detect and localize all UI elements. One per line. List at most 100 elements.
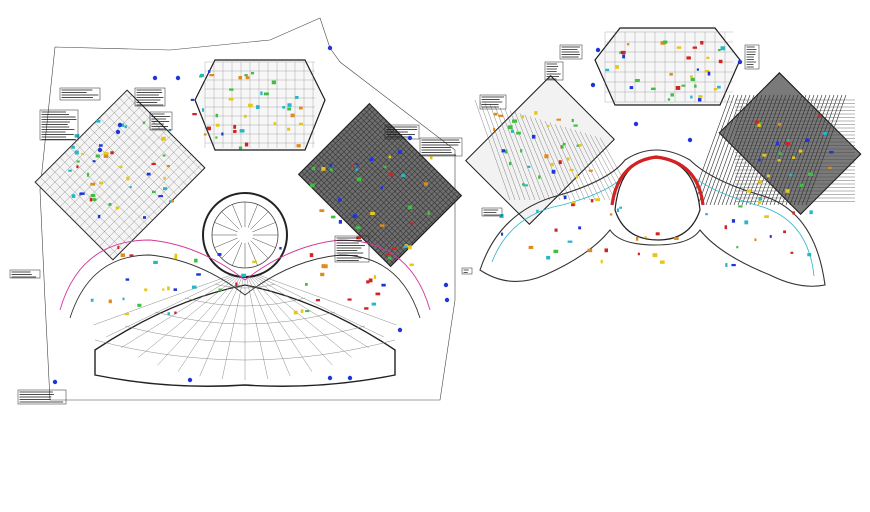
fixture-symbol (217, 253, 222, 256)
fixture-symbol (350, 164, 354, 167)
fixture-symbol (117, 246, 120, 250)
fixture-symbol (252, 260, 257, 264)
hatch-line (366, 106, 459, 199)
fixture-symbol (798, 149, 803, 153)
fixture-symbol (558, 160, 562, 165)
hatch-line (479, 101, 516, 201)
reference-marker (633, 121, 639, 127)
fixture-symbol (369, 157, 374, 162)
annotation-box (559, 44, 583, 60)
fixture-symbol (686, 56, 691, 60)
hatch-line (529, 116, 566, 201)
fixture-symbol (600, 259, 603, 264)
fixture-symbol (244, 142, 249, 147)
fixture-symbol (571, 203, 575, 207)
hatch-line (94, 122, 173, 201)
hatch-line (318, 123, 390, 195)
hatch-line (355, 117, 448, 210)
fixture-symbol (787, 139, 790, 142)
fixture-symbol (146, 172, 151, 176)
hatch-line (749, 94, 791, 206)
left-wing (34, 89, 206, 261)
fan-arc-line (94, 339, 396, 361)
fixture-symbol (681, 84, 686, 87)
hatch-line (335, 137, 428, 230)
reference-marker (347, 375, 353, 381)
fixture-symbol (162, 187, 168, 191)
fixture-symbol (158, 195, 164, 198)
fixture-symbol (235, 282, 238, 286)
reference-marker (52, 379, 58, 385)
fixture-symbol (500, 232, 504, 236)
fixture-symbol (356, 236, 361, 240)
hatch-line (109, 107, 188, 186)
fixture-symbol (364, 307, 369, 310)
fan-radial-line (138, 269, 246, 358)
hatch-line (489, 104, 526, 201)
fixture-symbol (510, 129, 514, 133)
fixture-symbol (229, 88, 234, 91)
fixture-symbol (356, 177, 362, 182)
fixture-symbol (407, 205, 413, 210)
rotunda-spoke (221, 240, 240, 259)
fixture-symbol (90, 298, 94, 302)
fixture-symbol (250, 71, 255, 75)
reference-marker (327, 45, 333, 51)
fixture-symbol (713, 88, 718, 91)
reference-marker (444, 297, 450, 303)
hatch-line (737, 94, 779, 206)
reference-marker (595, 47, 601, 53)
rotunda-spoke (252, 222, 276, 233)
reference-marker (737, 59, 743, 65)
fixture-symbol (209, 74, 215, 77)
hatch-line (357, 162, 429, 234)
hatch-line (386, 191, 458, 263)
fixture-symbol (520, 115, 524, 119)
fixture-symbol (379, 224, 385, 227)
annotation-box (39, 109, 79, 141)
fixture-symbol (371, 302, 376, 306)
fixture-symbol (531, 134, 536, 139)
fixture-symbol (675, 85, 681, 90)
annotation-box (134, 87, 166, 107)
reference-marker (397, 149, 403, 155)
fixture-symbol (546, 124, 550, 128)
fixture-symbol (674, 237, 679, 240)
fixture-symbol (373, 275, 377, 279)
fixture-symbol (162, 288, 165, 291)
fixture-symbol (731, 219, 736, 223)
hatch-line (340, 131, 434, 225)
fixture-symbol (126, 176, 130, 181)
hatch-line (332, 137, 404, 209)
fixture-symbol (273, 122, 277, 126)
hatch-line (514, 111, 551, 201)
fixture-symbol (697, 98, 702, 102)
hatch-line (35, 181, 114, 260)
fixture-symbol (370, 211, 375, 215)
fixture-symbol (587, 248, 593, 253)
hatch-line (349, 154, 421, 226)
fixture-symbol (380, 186, 384, 189)
hatch-line (99, 117, 178, 196)
hatch-line (298, 103, 370, 175)
fixture-symbol (759, 121, 763, 125)
fixture-symbol (718, 59, 723, 64)
rotunda-spoke (232, 242, 243, 266)
fixture-symbol (757, 200, 761, 205)
hatch-line (318, 154, 411, 247)
fixture-symbol (410, 222, 415, 225)
fixture-symbol (764, 215, 769, 219)
hatch-line (329, 143, 422, 236)
fixture-symbol (79, 192, 85, 195)
annotation-box (334, 235, 370, 263)
fan-radial-line (244, 269, 384, 338)
fixture-symbol (766, 174, 771, 178)
reference-marker (97, 147, 103, 153)
hatch-line (104, 159, 197, 252)
right-wing (297, 102, 463, 268)
fixture-symbol (809, 210, 813, 215)
hatch-line (312, 160, 405, 253)
hatch-line (59, 157, 138, 236)
hatch-line (805, 94, 847, 206)
hatch-line (338, 143, 410, 215)
